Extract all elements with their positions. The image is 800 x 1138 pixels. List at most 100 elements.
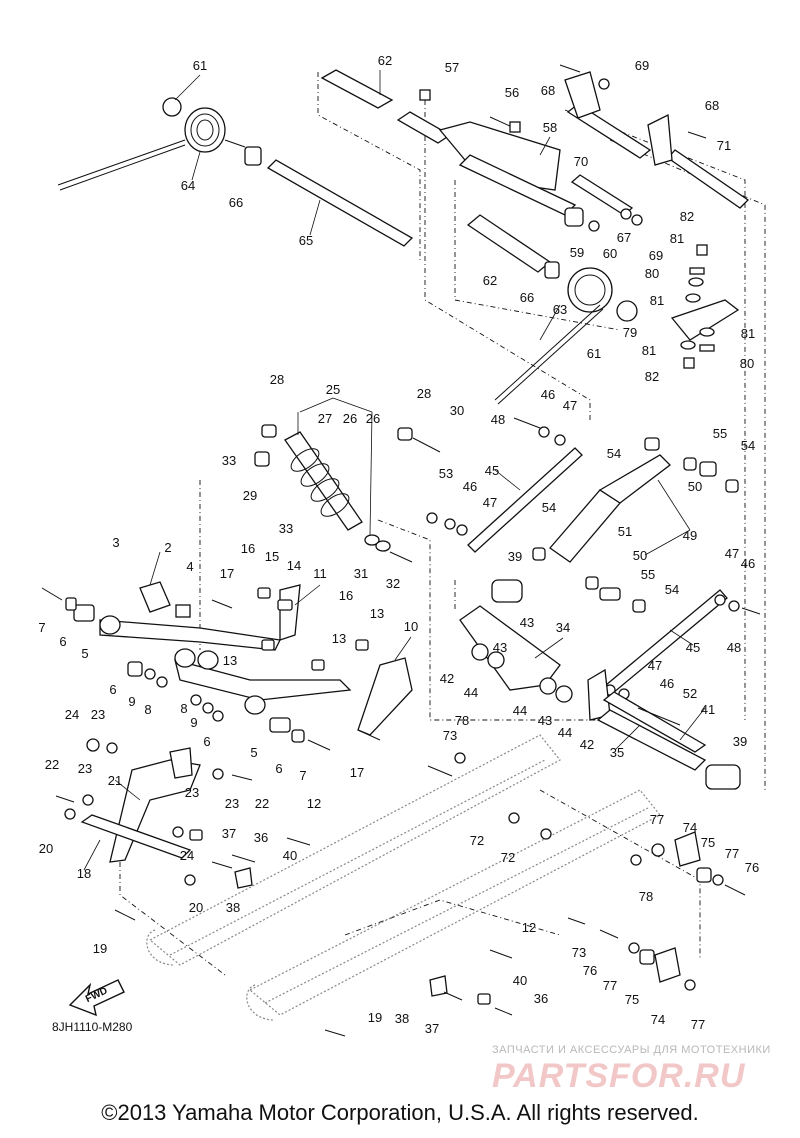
callout-2: 2 <box>164 540 171 555</box>
callout-17: 17 <box>350 765 364 780</box>
callout-23: 23 <box>78 761 92 776</box>
callout-45: 45 <box>485 463 499 478</box>
watermark: ЗАПЧАСТИ И АКСЕССУАРЫ ДЛЯ МОТОТЕХНИКИ PA… <box>492 1044 770 1095</box>
callout-69: 69 <box>635 58 649 73</box>
callout-26: 26 <box>366 411 380 426</box>
callout-81: 81 <box>741 326 755 341</box>
callout-77: 77 <box>650 812 664 827</box>
callout-13: 13 <box>370 606 384 621</box>
callout-75: 75 <box>625 992 639 1007</box>
callout-58: 58 <box>543 120 557 135</box>
callout-80: 80 <box>740 356 754 371</box>
callout-78: 78 <box>455 713 469 728</box>
callout-66: 66 <box>229 195 243 210</box>
callout-71: 71 <box>717 138 731 153</box>
callout-77: 77 <box>603 978 617 993</box>
callout-7: 7 <box>38 620 45 635</box>
callout-3: 3 <box>112 535 119 550</box>
callout-50: 50 <box>633 548 647 563</box>
callout-38: 38 <box>226 900 240 915</box>
callout-54: 54 <box>665 582 679 597</box>
callout-79: 79 <box>623 325 637 340</box>
callout-47: 47 <box>563 398 577 413</box>
callout-46: 46 <box>541 387 555 402</box>
callout-20: 20 <box>189 900 203 915</box>
middle-parts <box>254 417 761 790</box>
callout-22: 22 <box>255 796 269 811</box>
assembly-lines <box>119 72 766 976</box>
callout-81: 81 <box>650 293 664 308</box>
callout-18: 18 <box>77 866 91 881</box>
copyright-notice: ©2013 Yamaha Motor Corporation, U.S.A. A… <box>101 1100 699 1125</box>
leader-lines <box>83 70 706 871</box>
lower-parts <box>55 738 746 1037</box>
fwd-arrow: FWD <box>68 979 125 1017</box>
callout-45: 45 <box>686 640 700 655</box>
callout-37: 37 <box>222 826 236 841</box>
callout-75: 75 <box>701 835 715 850</box>
callout-23: 23 <box>185 785 199 800</box>
callout-6: 6 <box>275 761 282 776</box>
callout-7: 7 <box>299 768 306 783</box>
callout-59: 59 <box>570 245 584 260</box>
callout-39: 39 <box>508 549 522 564</box>
callout-76: 76 <box>745 860 759 875</box>
callout-81: 81 <box>670 231 684 246</box>
callout-51: 51 <box>618 524 632 539</box>
callout-52: 52 <box>683 686 697 701</box>
callout-74: 74 <box>651 1012 665 1027</box>
callout-6: 6 <box>59 634 66 649</box>
callout-5: 5 <box>250 745 257 760</box>
callout-6: 6 <box>203 734 210 749</box>
callout-36: 36 <box>254 830 268 845</box>
callout-13: 13 <box>332 631 346 646</box>
callout-62: 62 <box>483 273 497 288</box>
slide-rails <box>146 734 661 1021</box>
callout-47: 47 <box>483 495 497 510</box>
callout-43: 43 <box>538 713 552 728</box>
callout-16: 16 <box>241 541 255 556</box>
callout-11: 11 <box>313 566 327 581</box>
callout-82: 82 <box>680 209 694 224</box>
callout-36: 36 <box>534 991 548 1006</box>
callout-55: 55 <box>713 426 727 441</box>
callout-74: 74 <box>683 820 697 835</box>
callout-43: 43 <box>520 615 534 630</box>
diagram-code: 8JH1110-M280 <box>52 1020 133 1034</box>
callout-20: 20 <box>39 841 53 856</box>
callout-69: 69 <box>649 248 663 263</box>
callout-5: 5 <box>81 646 88 661</box>
callout-46: 46 <box>660 676 674 691</box>
callout-46: 46 <box>741 556 755 571</box>
callout-82: 82 <box>645 369 659 384</box>
callout-12: 12 <box>307 796 321 811</box>
callout-44: 44 <box>513 703 527 718</box>
callout-27: 27 <box>318 411 332 426</box>
callout-73: 73 <box>443 728 457 743</box>
callout-29: 29 <box>243 488 257 503</box>
callout-80: 80 <box>645 266 659 281</box>
callout-68: 68 <box>705 98 719 113</box>
callout-33: 33 <box>279 521 293 536</box>
callout-41: 41 <box>701 702 715 717</box>
callout-16: 16 <box>339 588 353 603</box>
callout-23: 23 <box>225 796 239 811</box>
callout-9: 9 <box>128 694 135 709</box>
callout-12: 12 <box>522 920 536 935</box>
callout-48: 48 <box>727 640 741 655</box>
callout-56: 56 <box>505 85 519 100</box>
callout-14: 14 <box>287 558 301 573</box>
callout-43: 43 <box>493 640 507 655</box>
callout-32: 32 <box>386 576 400 591</box>
callout-47: 47 <box>648 658 662 673</box>
callout-40: 40 <box>283 848 297 863</box>
callout-60: 60 <box>603 246 617 261</box>
callout-66: 66 <box>520 290 534 305</box>
callout-77: 77 <box>725 846 739 861</box>
callout-10: 10 <box>404 619 418 634</box>
callout-19: 19 <box>368 1010 382 1025</box>
callout-8: 8 <box>180 701 187 716</box>
callout-46: 46 <box>463 479 477 494</box>
callout-33: 33 <box>222 453 236 468</box>
